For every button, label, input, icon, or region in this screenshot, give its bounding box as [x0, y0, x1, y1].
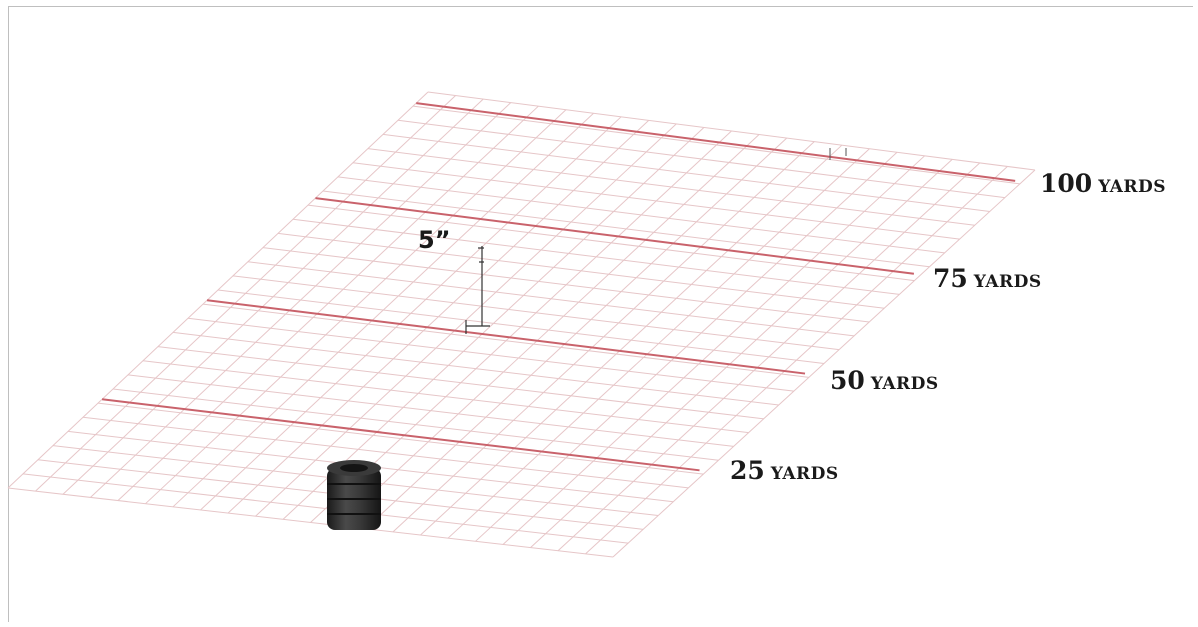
distance-unit: YARDS [770, 464, 839, 484]
grid-line [142, 360, 749, 434]
grid-line [22, 473, 629, 544]
grid-line [112, 388, 719, 461]
grid-line [292, 218, 900, 295]
distance-unit: YARDS [1098, 177, 1167, 197]
grid-line [172, 331, 779, 406]
grid-line [7, 487, 614, 558]
grid-line [157, 346, 764, 420]
distance-number: 100 [1040, 169, 1093, 198]
measure-label: 5” [418, 226, 451, 254]
yard-line-25 [101, 398, 700, 472]
grid-line [412, 105, 1020, 185]
distance-number: 25 [730, 456, 765, 485]
grid-line [307, 204, 915, 282]
grid-line [277, 232, 885, 309]
grid-line [232, 275, 840, 351]
yard-line-100 [416, 102, 1016, 182]
grid-line [397, 119, 1005, 199]
distance-unit: YARDS [870, 374, 939, 394]
grid-line [202, 303, 809, 378]
yard-line-50 [206, 299, 806, 375]
grid-line [127, 374, 734, 447]
grid-line [322, 190, 930, 268]
yard-line-75 [315, 197, 915, 275]
grid-line [352, 162, 960, 240]
grid-line [97, 402, 704, 475]
distance-number: 75 [933, 264, 968, 293]
bullet-drop-marker [465, 246, 490, 334]
distance-unit: YARDS [973, 272, 1042, 292]
grid-line [262, 247, 870, 323]
grid-line [367, 148, 975, 226]
grid-lines [7, 91, 1036, 558]
grid-line [82, 416, 689, 489]
grid-line [337, 176, 945, 254]
grid-line [217, 289, 825, 364]
diagram-frame [8, 6, 1193, 622]
yard-lines [101, 102, 1016, 472]
target-marker-100 [829, 148, 847, 160]
grid-line [187, 317, 794, 392]
distance-number: 50 [830, 366, 865, 395]
tire-hole [340, 464, 368, 472]
grid-line [427, 91, 1036, 171]
tire-stack-icon [327, 460, 381, 530]
grid-line [247, 261, 855, 337]
grid-line [382, 133, 990, 212]
